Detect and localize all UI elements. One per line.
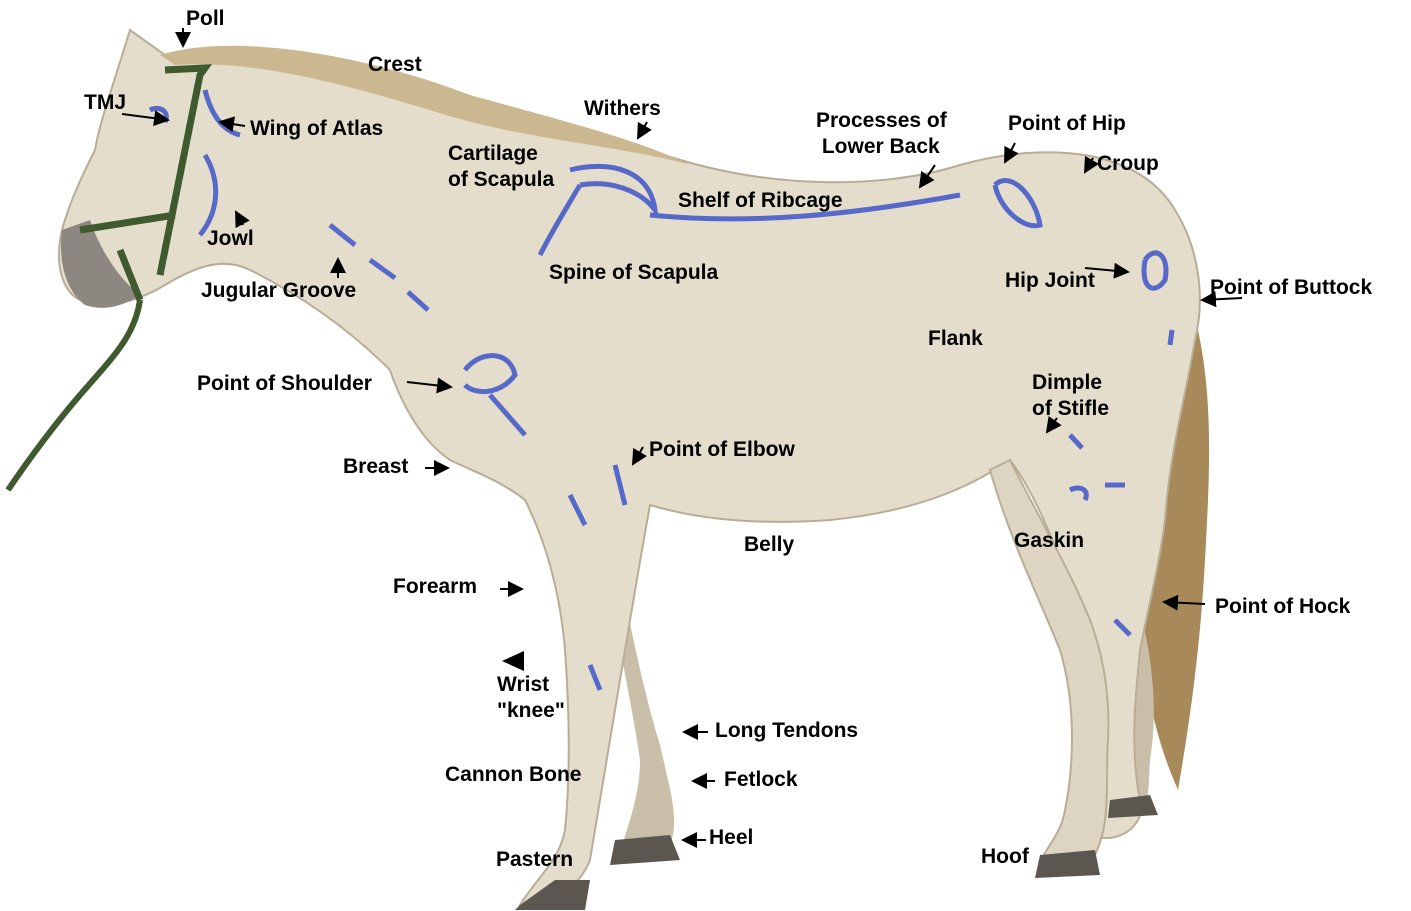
horse-body xyxy=(59,30,1200,905)
label-wrist-knee: Wrist "knee" xyxy=(497,672,565,724)
label-heel: Heel xyxy=(709,825,753,851)
label-point-of-hock: Point of Hock xyxy=(1215,594,1350,620)
label-fetlock: Fetlock xyxy=(724,767,798,793)
label-hoof: Hoof xyxy=(981,844,1029,870)
label-crest: Crest xyxy=(368,52,422,78)
label-point-of-elbow: Point of Elbow xyxy=(649,437,795,463)
label-point-of-shoulder: Point of Shoulder xyxy=(197,371,372,397)
label-cartilage-of-scapula: Cartilage of Scapula xyxy=(448,141,554,193)
label-jowl: Jowl xyxy=(207,226,254,252)
front-hoof-far xyxy=(610,835,680,865)
label-processes-of-lower-back: Processes of Lower Back xyxy=(816,108,947,160)
label-point-of-hip: Point of Hip xyxy=(1008,111,1126,137)
label-belly: Belly xyxy=(744,532,794,558)
label-dimple-of-stifle: Dimple of Stifle xyxy=(1032,370,1109,422)
wrist-pointer-triangle xyxy=(502,651,524,671)
lead-rope xyxy=(8,300,140,490)
label-poll: Poll xyxy=(186,6,225,32)
label-breast: Breast xyxy=(343,454,408,480)
label-cannon-bone: Cannon Bone xyxy=(445,762,582,788)
mark-buttock xyxy=(1170,330,1172,345)
label-wing-of-atlas: Wing of Atlas xyxy=(250,116,383,142)
label-pastern: Pastern xyxy=(496,847,573,873)
label-flank: Flank xyxy=(928,326,983,352)
label-point-of-buttock: Point of Buttock xyxy=(1210,275,1372,301)
label-hip-joint: Hip Joint xyxy=(1005,268,1095,294)
label-croup: Croup xyxy=(1097,151,1159,177)
arrow-withers xyxy=(638,122,647,138)
label-spine-of-scapula: Spine of Scapula xyxy=(549,260,718,286)
label-tmj: TMJ xyxy=(84,90,126,116)
label-shelf-of-ribcage: Shelf of Ribcage xyxy=(678,188,843,214)
label-long-tendons: Long Tendons xyxy=(715,718,858,744)
label-gaskin: Gaskin xyxy=(1014,528,1084,554)
label-withers: Withers xyxy=(584,96,661,122)
label-jugular-groove: Jugular Groove xyxy=(201,278,356,304)
label-forearm: Forearm xyxy=(393,574,477,600)
